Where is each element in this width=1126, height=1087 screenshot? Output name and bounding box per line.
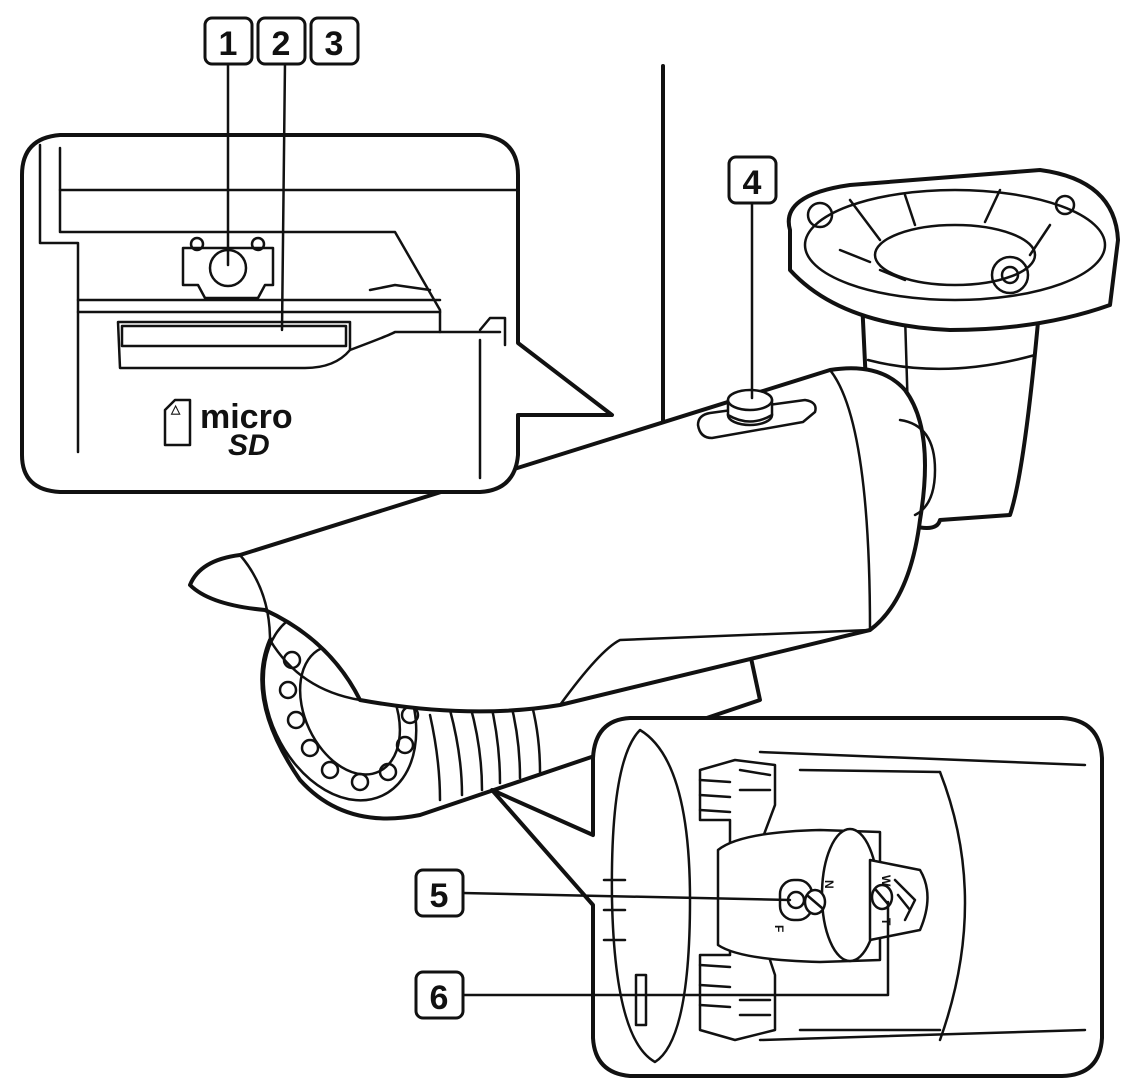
- tele-label: T: [879, 918, 893, 926]
- near-label: N: [822, 880, 836, 889]
- leader-line-2: [280, 60, 287, 332]
- callout-2: 2: [256, 16, 307, 66]
- inset-sd-slot: △ micro SD: [20, 133, 614, 494]
- svg-text:1: 1: [219, 25, 238, 63]
- svg-text:4: 4: [743, 164, 762, 202]
- focus-adjust-screw: [778, 878, 827, 922]
- svg-text:3: 3: [325, 25, 344, 63]
- callout-5: 5: [414, 868, 465, 918]
- microsd-logo-sd: SD: [228, 429, 270, 462]
- callout-6: 6: [414, 970, 465, 1020]
- svg-text:6: 6: [430, 979, 449, 1017]
- microsd-logo: △ micro SD: [163, 398, 293, 462]
- svg-text:5: 5: [430, 877, 449, 915]
- tilt-screw-knob: [726, 388, 774, 427]
- svg-text:2: 2: [272, 25, 291, 63]
- far-label: F: [772, 925, 786, 932]
- inset-focus-zoom: N F W T: [490, 716, 1104, 1078]
- microsd-logo-micro: micro: [200, 398, 293, 436]
- leader-line-5: [461, 891, 792, 902]
- leader-line-6: [461, 900, 890, 997]
- focus-markings: N F W T: [772, 875, 893, 932]
- camera-housing: [188, 366, 937, 821]
- microsd-slot: [116, 320, 442, 370]
- sd-card-triangle-icon: △: [170, 402, 181, 416]
- callout-4: 4: [727, 155, 778, 205]
- reset-button: [181, 236, 275, 300]
- callout-1: 1: [203, 16, 254, 66]
- wide-label: W: [879, 875, 893, 887]
- callout-3: 3: [309, 16, 360, 66]
